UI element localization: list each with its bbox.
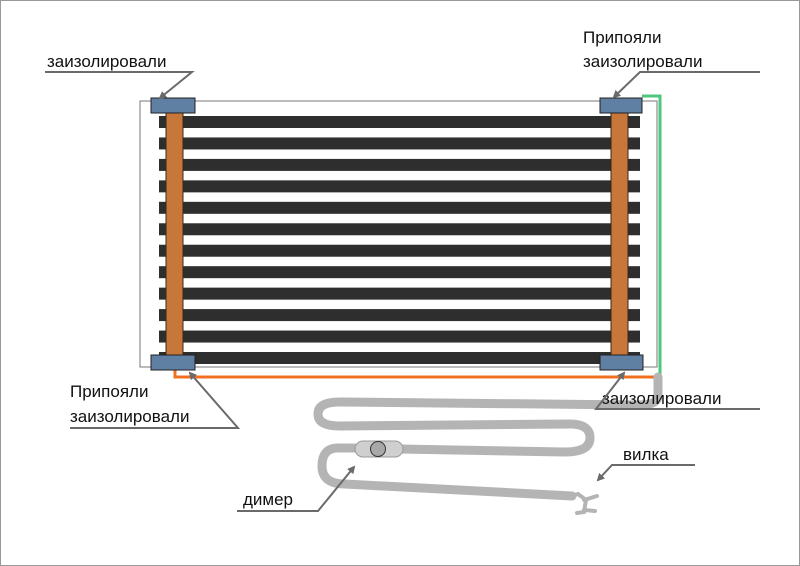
svg-text:димер: димер (243, 490, 293, 509)
insulation-block-top-left (150, 97, 196, 114)
carbon-stripe (159, 137, 640, 150)
label-bottom-right: заизолировали (593, 371, 760, 410)
label-top-right: Припояли заизолировали (583, 28, 760, 99)
carbon-stripe (159, 223, 640, 236)
carbon-stripe (159, 180, 640, 193)
carbon-stripe (159, 309, 640, 322)
carbon-stripe (159, 330, 640, 343)
svg-text:заизолировали: заизолировали (602, 389, 721, 408)
carbon-stripe (159, 116, 640, 128)
copper-bus-left (165, 107, 184, 361)
svg-text:заизолировали: заизолировали (70, 407, 189, 426)
carbon-stripe (159, 352, 640, 364)
carbon-stripe (159, 287, 640, 300)
svg-text:Припояли: Припояли (70, 382, 148, 401)
carbon-stripe (159, 201, 640, 214)
plug-icon (570, 491, 599, 515)
svg-text:Припояли: Припояли (583, 28, 661, 47)
dimmer-switch (354, 440, 404, 458)
label-plug: вилка (596, 445, 695, 482)
insulation-block-bottom-left (150, 354, 196, 371)
orange-wire (173, 368, 657, 379)
label-top-left: заизолировали (45, 52, 195, 100)
svg-text:заизолировали: заизолировали (47, 52, 166, 71)
carbon-stripe (159, 266, 640, 279)
carbon-stripe (159, 158, 640, 171)
green-wire (642, 94, 662, 377)
insulation-block-bottom-right (599, 354, 644, 371)
copper-bus-right (610, 107, 629, 361)
insulation-block-top-right (599, 97, 643, 114)
label-dimmer: димер (237, 465, 356, 512)
carbon-stripes (159, 116, 640, 364)
carbon-stripe (159, 244, 640, 257)
label-bottom-left: Припояли заизолировали (70, 371, 241, 429)
svg-text:заизолировали: заизолировали (583, 52, 702, 71)
svg-text:вилка: вилка (623, 445, 669, 464)
power-cable (313, 372, 663, 501)
dimmer-knob-icon (370, 441, 386, 457)
